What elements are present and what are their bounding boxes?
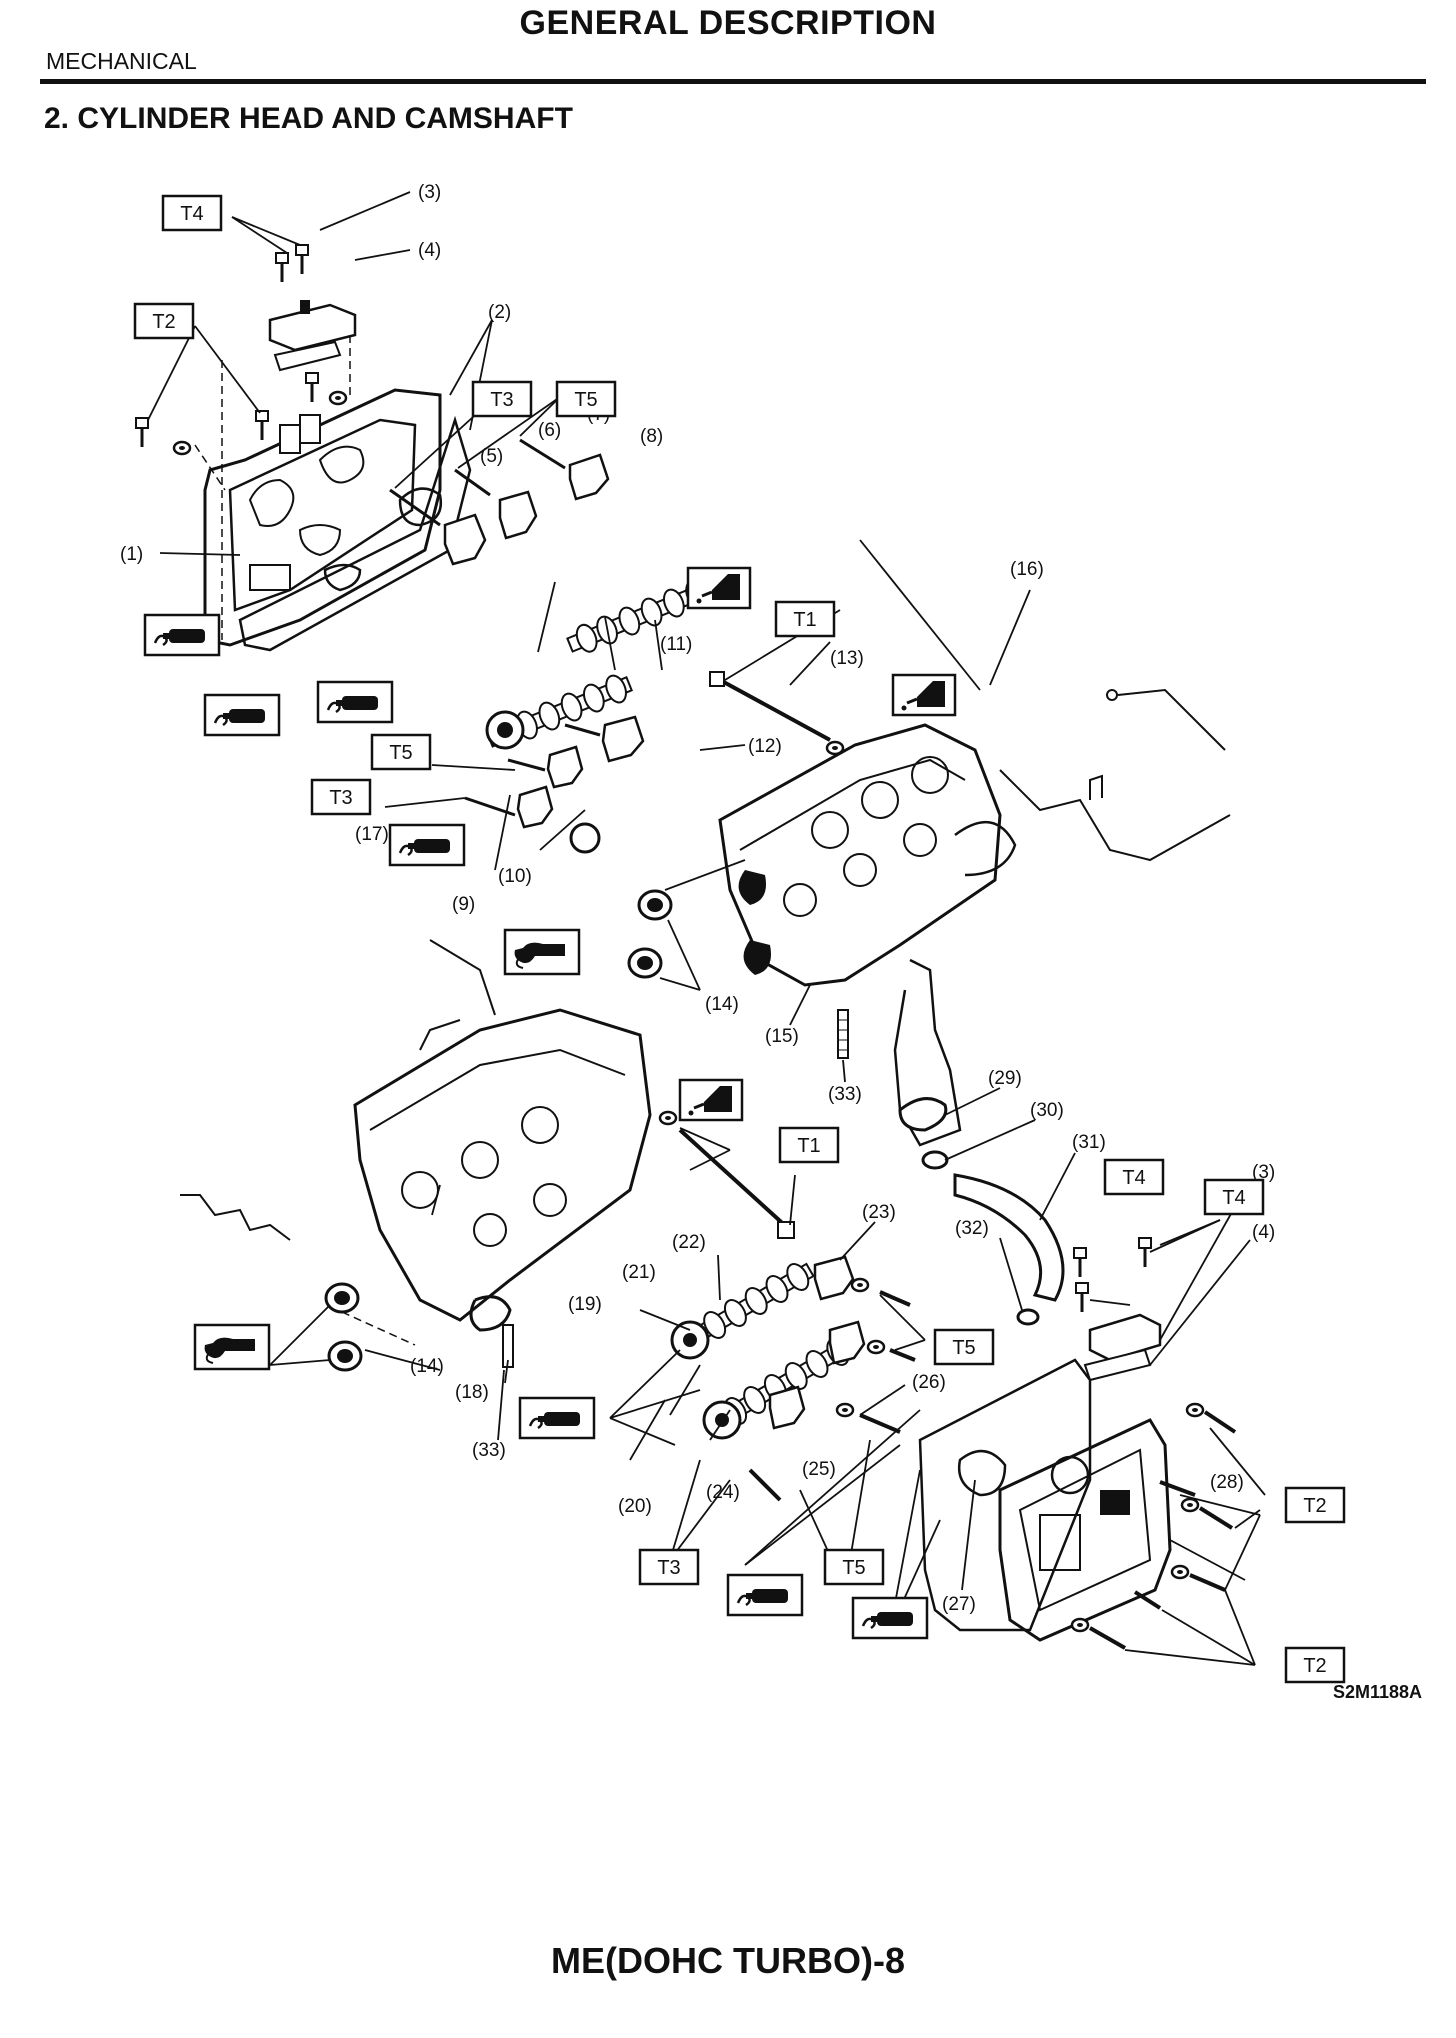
callout-33b: (33) — [472, 1440, 506, 1461]
tag-t5-lower-b: T5 — [842, 1557, 865, 1579]
callout-25: (25) — [802, 1459, 836, 1480]
camshaft-lower-group — [670, 1255, 916, 1502]
callout-5: (5) — [480, 446, 503, 467]
tag-t5-lower-a: T5 — [952, 1337, 975, 1359]
callout-1: (1) — [120, 544, 143, 565]
callout-21: (21) — [622, 1262, 656, 1283]
callout-17: (17) — [355, 824, 389, 845]
grease-gun-icon — [193, 1323, 271, 1371]
tag-t3-lower: T3 — [657, 1557, 680, 1579]
header-divider — [40, 79, 1426, 84]
callout-31: (31) — [1072, 1132, 1106, 1153]
tag-t2-lower-b: T2 — [1303, 1655, 1326, 1677]
callout-20: (20) — [618, 1496, 652, 1517]
callout-14a: (14) — [705, 994, 739, 1015]
callout-26: (26) — [912, 1372, 946, 1393]
callout-19: (19) — [568, 1294, 602, 1315]
callout-27: (27) — [942, 1594, 976, 1615]
sealant-icon — [316, 680, 394, 724]
tag-t2-lower-a: T2 — [1303, 1495, 1326, 1517]
callout-30: (30) — [1030, 1100, 1064, 1121]
tag-t4-lower-a: T4 — [1122, 1167, 1145, 1189]
grease-gun-icon — [503, 928, 581, 976]
exploded-diagram: (3) (4) (2) (1) (5) (6) (7) (8) (11) (12… — [120, 182, 1346, 1684]
callout-3b: (3) — [1252, 1162, 1275, 1183]
page-title: GENERAL DESCRIPTION — [519, 4, 937, 42]
callout-32: (32) — [955, 1218, 989, 1239]
sealant-icon — [203, 693, 281, 737]
callout-14b: (14) — [410, 1356, 444, 1377]
page-footer: ME(DOHC TURBO)-8 — [551, 1940, 905, 1981]
cylinder-head-lh — [180, 939, 795, 1372]
callout-16: (16) — [1010, 559, 1044, 580]
sealant-icon — [388, 823, 466, 867]
callout-4: (4) — [418, 240, 441, 261]
tag-t5-mid: T5 — [389, 742, 412, 764]
callout-3: (3) — [418, 182, 441, 203]
callout-11: (11) — [660, 634, 692, 655]
leader-lines — [147, 191, 1266, 1666]
tag-t5-upper: T5 — [574, 389, 597, 411]
oil-can-icon — [678, 1078, 744, 1122]
callout-22: (22) — [672, 1232, 706, 1253]
sealant-icon — [726, 1573, 804, 1617]
callout-33a: (33) — [828, 1084, 862, 1105]
sealant-icon — [518, 1396, 596, 1440]
callout-6: (6) — [538, 420, 561, 441]
callout-18: (18) — [455, 1382, 489, 1403]
rocker-cover-left — [134, 243, 472, 652]
camshaft-upper-group — [389, 438, 845, 979]
callout-2: (2) — [488, 302, 511, 323]
oil-can-icon — [891, 673, 957, 717]
callout-29: (29) — [988, 1068, 1022, 1089]
callout-labels: (3) (4) (2) (1) (5) (6) (7) (8) (11) (12… — [120, 182, 1275, 1615]
tag-t1-lower: T1 — [797, 1135, 820, 1157]
callout-13: (13) — [830, 648, 864, 669]
callout-4b: (4) — [1252, 1222, 1275, 1243]
rocker-cover-right — [898, 1097, 1237, 1650]
callout-12: (12) — [748, 736, 782, 757]
tag-t3-upper: T3 — [490, 389, 513, 411]
callout-8: (8) — [640, 426, 663, 447]
section-heading: 2. CYLINDER HEAD AND CAMSHAFT — [44, 102, 573, 135]
figure-code: S2M1188A — [1332, 1682, 1422, 1702]
sealant-icon — [851, 1596, 929, 1640]
torque-tags: T4 T2 T3 T5 T1 T5 T3 T1 T4 T4 T5 T2 T3 T… — [133, 194, 1346, 1684]
callout-23: (23) — [862, 1202, 896, 1223]
tag-t2-top: T2 — [152, 311, 175, 333]
callout-24: (24) — [706, 1482, 740, 1503]
tag-t4-lower-b: T4 — [1222, 1187, 1245, 1209]
callout-9: (9) — [452, 894, 475, 915]
cylinder-head-rh — [718, 688, 1231, 1147]
tag-t3-mid: T3 — [329, 787, 352, 809]
callout-15: (15) — [765, 1026, 799, 1047]
callout-10: (10) — [498, 866, 532, 887]
callout-28: (28) — [1210, 1472, 1244, 1493]
section-label: MECHANICAL — [46, 48, 197, 74]
tag-t4-top: T4 — [180, 203, 203, 225]
tag-t1-upper: T1 — [793, 609, 816, 631]
oil-can-icon — [686, 566, 752, 610]
sealant-icon — [143, 613, 221, 657]
